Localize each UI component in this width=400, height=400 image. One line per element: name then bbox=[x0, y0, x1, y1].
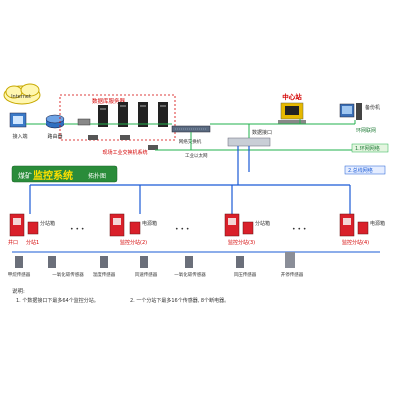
substation-1-name: 分站1 bbox=[26, 239, 39, 246]
notes-line1: 1. 个数据接口下最多64个监控分站。 bbox=[16, 297, 99, 304]
internet-cloud: Internet bbox=[3, 83, 41, 105]
substation-1-label: 井口 bbox=[8, 239, 18, 246]
substation-4-box-label: 电源箱 bbox=[370, 220, 385, 227]
network-switch-icon bbox=[171, 125, 211, 133]
notes-line2: 2. 一个分站下最多16个传感器, 8个断电器。 bbox=[130, 297, 229, 304]
ring-label: 环网联网 bbox=[356, 127, 376, 134]
cable-label: 工业以太网 bbox=[185, 152, 208, 159]
legend-ethernet: 1.环网网络 bbox=[355, 145, 380, 152]
server-tower-icon bbox=[98, 102, 168, 127]
substation-1: 分站箱 井口 分站1 bbox=[8, 213, 55, 246]
sensor-label: 甲烷传感器 bbox=[8, 271, 31, 278]
sensor-label: 开停传感器 bbox=[281, 271, 304, 278]
substation-2: 电源箱 监控分站(2) bbox=[109, 213, 157, 246]
sensor-icons bbox=[15, 252, 295, 268]
data-interface-icon bbox=[227, 137, 271, 147]
center-label: 中心站 bbox=[282, 92, 302, 101]
substation-3: 分站箱 监控分站(3) bbox=[224, 213, 270, 246]
entry-label: 接入端 bbox=[12, 133, 27, 140]
switch-label: 网络交换机 bbox=[179, 138, 202, 145]
data-interface-label: 数据接口 bbox=[252, 129, 272, 136]
title-suffix: 拓扑图 bbox=[88, 172, 106, 180]
bus-lines bbox=[29, 146, 351, 214]
sensor-label: 温度传感器 bbox=[93, 271, 116, 278]
backup-computer-icon bbox=[339, 103, 362, 120]
ellipsis-2: • • • bbox=[175, 226, 189, 233]
title-main: 监控系统 bbox=[33, 169, 73, 182]
camera-icon bbox=[77, 118, 91, 126]
field-device-icon bbox=[88, 135, 158, 150]
center-station-icon bbox=[278, 102, 306, 124]
substation-1-box-label: 分站箱 bbox=[40, 220, 55, 227]
sensor-label: 一氧化碳传感器 bbox=[174, 271, 206, 278]
cloud-label: Internet bbox=[11, 94, 31, 100]
legend-ethernet-box bbox=[351, 143, 389, 153]
legend-bus: 2.总线网络 bbox=[348, 167, 373, 174]
legend-bus-box bbox=[344, 165, 386, 175]
substation-4: 电源箱 监控分站(4) bbox=[339, 213, 385, 246]
substation-3-name: 监控分站(3) bbox=[228, 239, 255, 246]
substation-3-box-label: 分站箱 bbox=[255, 220, 270, 227]
sensor-label: 风速传感器 bbox=[135, 271, 158, 278]
ellipsis-1: • • • bbox=[70, 226, 84, 233]
backup-label: 备份机 bbox=[365, 104, 380, 111]
sensor-label: 风压传感器 bbox=[234, 271, 257, 278]
server-group-label: 数据库服务器 bbox=[92, 97, 126, 105]
sensor-label: 一氧化碳传感器 bbox=[52, 271, 84, 278]
router-label: 路由器 bbox=[47, 133, 62, 140]
server-group-box bbox=[59, 94, 176, 141]
ethernet-lines bbox=[26, 119, 380, 151]
notes-title: 说明: bbox=[12, 287, 25, 295]
router-icon bbox=[45, 114, 65, 129]
ellipsis-3: • • • bbox=[292, 226, 306, 233]
title-banner: 煤矿 监控系统 拓扑图 bbox=[11, 165, 118, 183]
cabinet-label: 现场工业交换机系统 bbox=[102, 149, 147, 156]
entry-computer-icon bbox=[9, 112, 27, 128]
substation-4-name: 监控分站(4) bbox=[342, 239, 369, 246]
substation-2-box-label: 电源箱 bbox=[142, 220, 157, 227]
title-prefix: 煤矿 bbox=[18, 171, 32, 180]
substation-2-name: 监控分站(2) bbox=[120, 239, 147, 246]
